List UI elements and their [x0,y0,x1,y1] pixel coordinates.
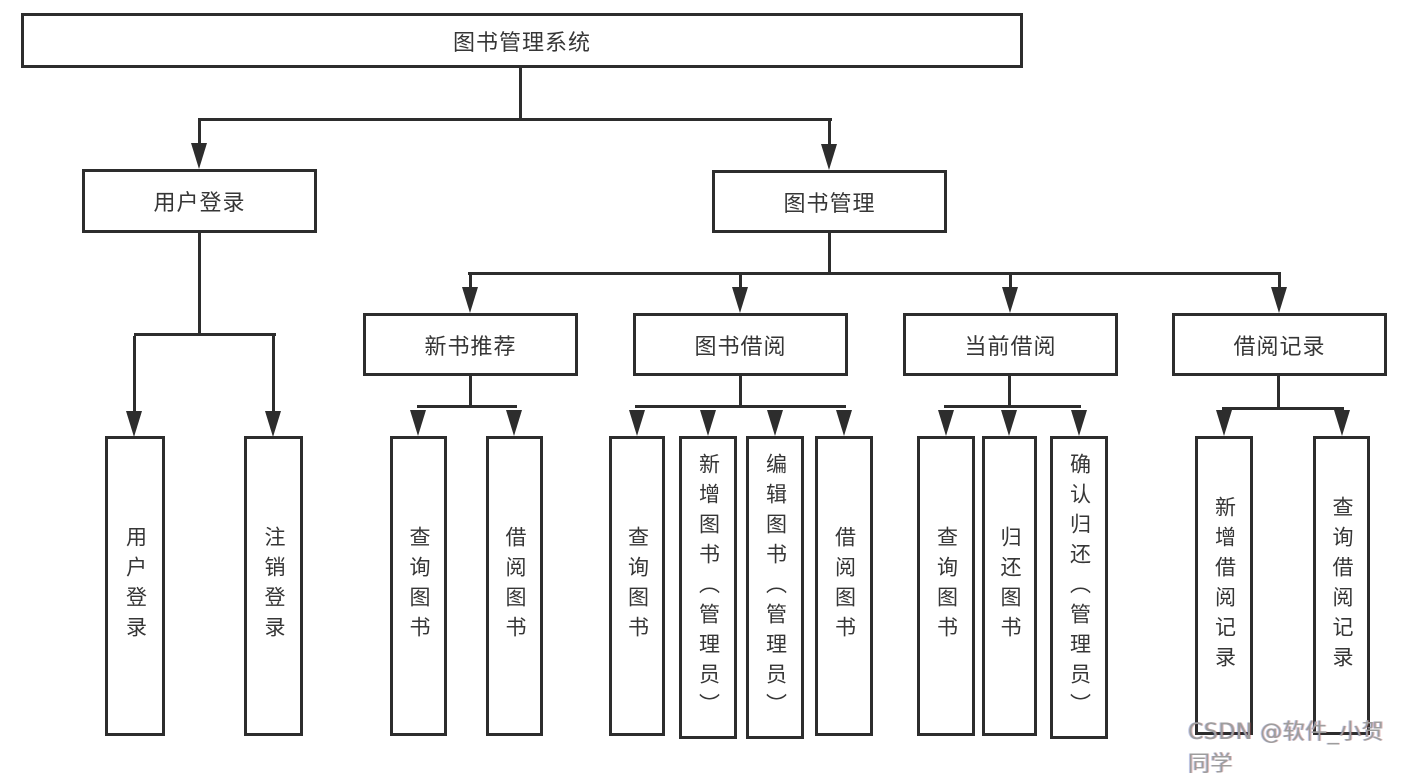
connector-stem-leaf-login [133,336,136,413]
connector-stem-leaf-logout [272,336,275,413]
leaf-logout: 注销登录 [244,436,303,736]
leaf-user-login: 用户登录 [105,436,165,736]
arrow-down-edit-book [767,410,783,436]
connector-level3-bar [468,272,1281,275]
arrow-down-borrow-book-recommend [506,410,522,436]
leaf-add-book-admin: 新增图书（管理员） [679,436,737,739]
arrow-down-return-book [1001,410,1017,436]
connector-root-stub [519,68,522,120]
connector-stem-book-management [828,121,831,145]
leaf-add-borrow-record: 新增借阅记录 [1195,436,1253,735]
arrow-down-leaf-login [126,411,142,437]
arrow-down-confirm-return [1071,410,1087,436]
leaf-query-book-recommend: 查询图书 [390,436,447,736]
leaf-return-book: 归还图书 [982,436,1037,736]
leaf-borrow-book-recommend: 借阅图书 [486,436,543,736]
arrow-down-borrow-record [1271,287,1287,313]
connector-stem-book-borrow [739,275,742,289]
leaf-confirm-return-admin: 确认归还（管理员） [1050,436,1108,739]
arrow-down-query-book-recommend [410,410,426,436]
arrow-down-borrow-book [836,410,852,436]
node-library-system: 图书管理系统 [21,13,1023,68]
arrow-down-query-borrow-record [1334,410,1350,436]
connector-user-login-stub [198,233,201,336]
node-borrow-record: 借阅记录 [1172,313,1387,376]
csdn-watermark: CSDN @软件_小贺同学 [1188,720,1385,777]
node-current-borrow: 当前借阅 [903,313,1118,376]
arrow-down-book-borrow [732,287,748,313]
connector-book-management-stub [828,233,831,275]
arrow-down-current-borrow [1002,287,1018,313]
node-book-borrow: 图书借阅 [633,313,848,376]
arrow-down-new-book [462,287,478,313]
connector-stem-borrow-record [1278,275,1281,289]
arrow-down-add-borrow-record [1216,410,1232,436]
arrow-down-query-book-borrow [629,410,645,436]
node-book-management: 图书管理 [712,170,947,233]
leaf-query-book-borrow: 查询图书 [609,436,665,736]
connector-user-login-bar [134,333,276,336]
arrow-down-add-book [700,410,716,436]
node-new-book-recommend: 新书推荐 [363,313,578,376]
connector-current-borrow-bar [944,405,1081,408]
leaf-query-book-current: 查询图书 [917,436,975,736]
connector-stem-user-login [198,121,201,145]
connector-current-borrow-stub [1008,376,1011,408]
leaf-edit-book-admin: 编辑图书（管理员） [746,436,804,739]
connector-book-borrow-bar [635,405,846,408]
leaf-borrow-book: 借阅图书 [815,436,873,736]
connector-borrow-record-bar [1222,407,1344,410]
connector-new-book-stub [469,376,472,408]
node-user-login: 用户登录 [82,169,317,233]
connector-borrow-record-stub [1277,376,1280,410]
arrow-down-leaf-logout [265,411,281,437]
connector-stem-new-book [469,275,472,289]
arrow-down-user-login [191,143,207,169]
arrow-down-book-management [821,144,837,170]
arrow-down-query-book-current [938,410,954,436]
connector-new-book-bar [417,405,517,408]
connector-book-borrow-stub [739,376,742,408]
leaf-query-borrow-record: 查询借阅记录 [1313,436,1370,735]
connector-level2-bar [198,118,832,121]
connector-stem-current-borrow [1009,275,1012,289]
